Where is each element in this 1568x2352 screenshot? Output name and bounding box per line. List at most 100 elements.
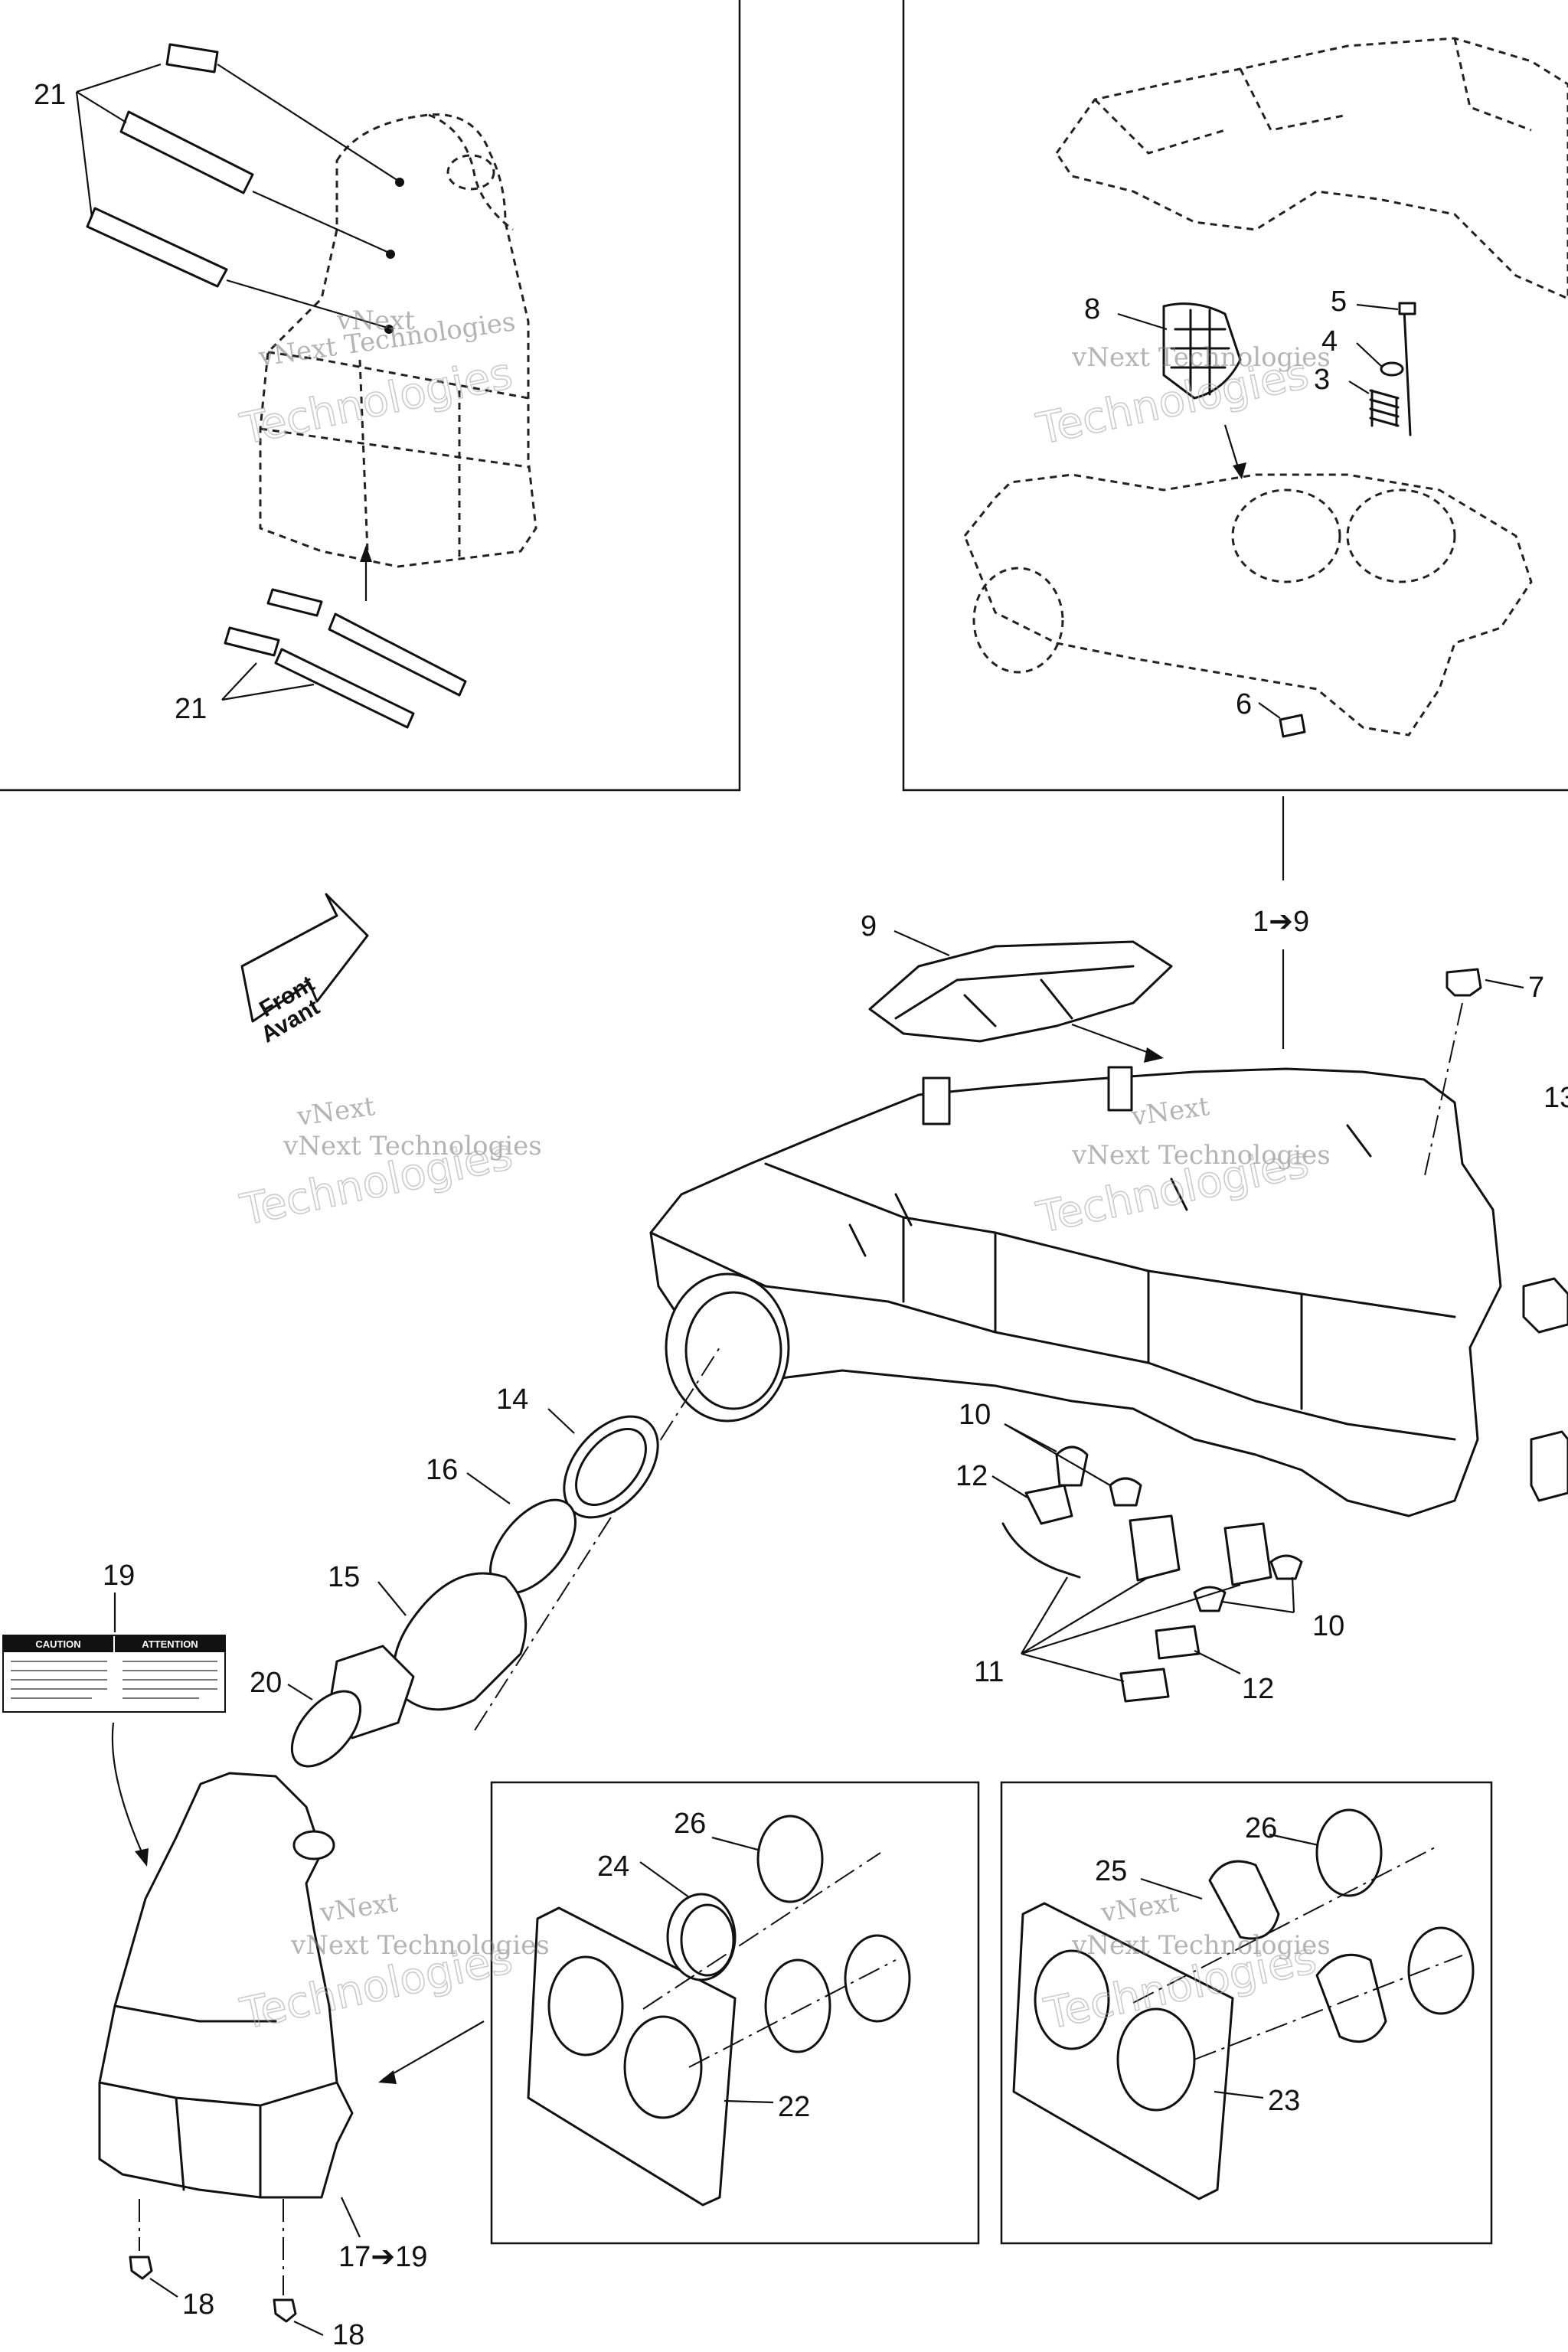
coupling-sleeve-inner — [680, 1903, 735, 1977]
callout-9: 9 — [861, 910, 877, 942]
strap — [1001, 1522, 1081, 1579]
attention-heading: ATTENTION — [142, 1638, 198, 1650]
callout-4: 4 — [1321, 325, 1338, 358]
upper-cover-ribs — [1093, 38, 1532, 155]
bolt-head — [1398, 302, 1416, 315]
washer — [1380, 361, 1404, 377]
housing-port-right — [1346, 488, 1456, 583]
lower-housing-outline — [963, 473, 1533, 737]
housing-outlet — [972, 567, 1064, 674]
callout-26: 26 — [674, 1808, 706, 1840]
callout-25: 25 — [1095, 1855, 1127, 1887]
front-arrow-shape — [240, 893, 369, 1023]
caution-heading: CAUTION — [35, 1638, 80, 1650]
pad — [1055, 1446, 1089, 1487]
callout-labels: 21 21 8 5 4 3 6 9 1➔9 7 13 14 16 15 19 2… — [34, 79, 1568, 2351]
pad — [1193, 1586, 1227, 1612]
silencer-mount — [292, 1830, 335, 1860]
callout-1-to-9: 1➔9 — [1253, 906, 1309, 938]
pad — [1223, 1522, 1272, 1586]
callout-24: 24 — [597, 1851, 629, 1883]
airbox-seam — [649, 1231, 1456, 1441]
inset-right-frame — [1000, 1781, 1493, 2245]
silencer-ribs — [98, 2004, 338, 2199]
foam-strip — [266, 588, 323, 617]
callout-10: 10 — [959, 1399, 991, 1431]
decal-header-right — [115, 1635, 225, 1652]
intake-coupler-stack — [287, 1408, 659, 1768]
callout-5: 5 — [1331, 286, 1347, 318]
callout-17-to-19: 17➔19 — [338, 2241, 427, 2273]
silencer-outline — [259, 113, 537, 568]
nut — [1279, 714, 1306, 738]
adaptor-tube — [392, 1572, 528, 1711]
silencer-assembly-top-left — [75, 43, 537, 729]
valve-screen — [1162, 302, 1242, 400]
o-ring — [290, 1690, 362, 1768]
inset-left-parts — [527, 1815, 911, 2207]
silencer-body — [98, 1772, 354, 2199]
airbox-outlet-inner — [684, 1291, 782, 1410]
hose-clamp — [1315, 1808, 1383, 1897]
foam-strip — [328, 612, 467, 697]
watermark-text: vNext — [1099, 1887, 1181, 1929]
coupler-ring-inner — [575, 1427, 647, 1507]
plate-hole-left — [1034, 1949, 1110, 2050]
callout-10: 10 — [1312, 1610, 1344, 1642]
callout-16: 16 — [426, 1454, 458, 1486]
foam-strip — [86, 207, 228, 288]
callout-23: 23 — [1268, 2085, 1300, 2117]
watermark-text: vNext — [336, 305, 415, 336]
hose-clamp — [756, 1815, 824, 1903]
foam-strip — [165, 43, 219, 74]
panel-frames — [0, 0, 1568, 2245]
plate-hole-left — [547, 1955, 624, 2056]
support-plate — [1012, 1902, 1234, 2200]
bolt — [1403, 308, 1412, 436]
coupling-sleeve — [1208, 1860, 1280, 1940]
callout-8: 8 — [1084, 293, 1100, 325]
airbox-outlet-ring — [665, 1272, 790, 1423]
inset-right-parts — [1012, 1808, 1475, 2200]
side-seal — [1530, 1430, 1568, 1502]
clip — [1119, 1668, 1170, 1703]
top-left-panel-frame — [0, 0, 741, 792]
pad — [1269, 1554, 1303, 1580]
callout-22: 22 — [778, 2091, 810, 2123]
valve-grid — [1170, 309, 1230, 396]
upper-housing-top-right — [963, 37, 1568, 738]
airbox-slots — [848, 1124, 1372, 1257]
housing-port-left — [1231, 488, 1341, 583]
callout-26: 26 — [1245, 1812, 1277, 1844]
lower-silencer — [98, 1772, 485, 2336]
watermark-text: vNext Technologies — [1071, 342, 1331, 373]
callout-21: 21 — [175, 693, 207, 725]
callout-6: 6 — [1236, 688, 1252, 720]
decal-arrow — [111, 1722, 147, 1861]
callout-15: 15 — [328, 1561, 360, 1593]
callout-18: 18 — [332, 2319, 364, 2351]
upper-cover-outline — [1055, 37, 1568, 300]
hose-clamp — [1407, 1926, 1475, 2015]
callout-12: 12 — [1242, 1673, 1274, 1705]
pad — [1109, 1477, 1142, 1507]
side-bracket — [1522, 1277, 1568, 1334]
foam-strip — [224, 626, 280, 657]
decal-fine-print — [11, 1661, 217, 1699]
callout-21: 21 — [34, 79, 66, 111]
spring — [1369, 389, 1400, 427]
callout-11: 11 — [974, 1656, 1004, 1688]
watermark-text: vNext Technologies — [283, 1131, 542, 1161]
plate-hole-right — [623, 2015, 703, 2119]
mounting-pads — [991, 1423, 1303, 1703]
pad — [1024, 1484, 1073, 1525]
clip — [1155, 1625, 1200, 1660]
callout-12: 12 — [956, 1460, 988, 1492]
callout-14: 14 — [496, 1383, 528, 1416]
front-direction-arrow: Front Avant — [240, 893, 369, 1048]
foam-strip — [119, 110, 254, 194]
airbox-ridge — [764, 1162, 1456, 1318]
airbox-tab — [1107, 1066, 1133, 1112]
airbox-ribs — [902, 1216, 1303, 1410]
